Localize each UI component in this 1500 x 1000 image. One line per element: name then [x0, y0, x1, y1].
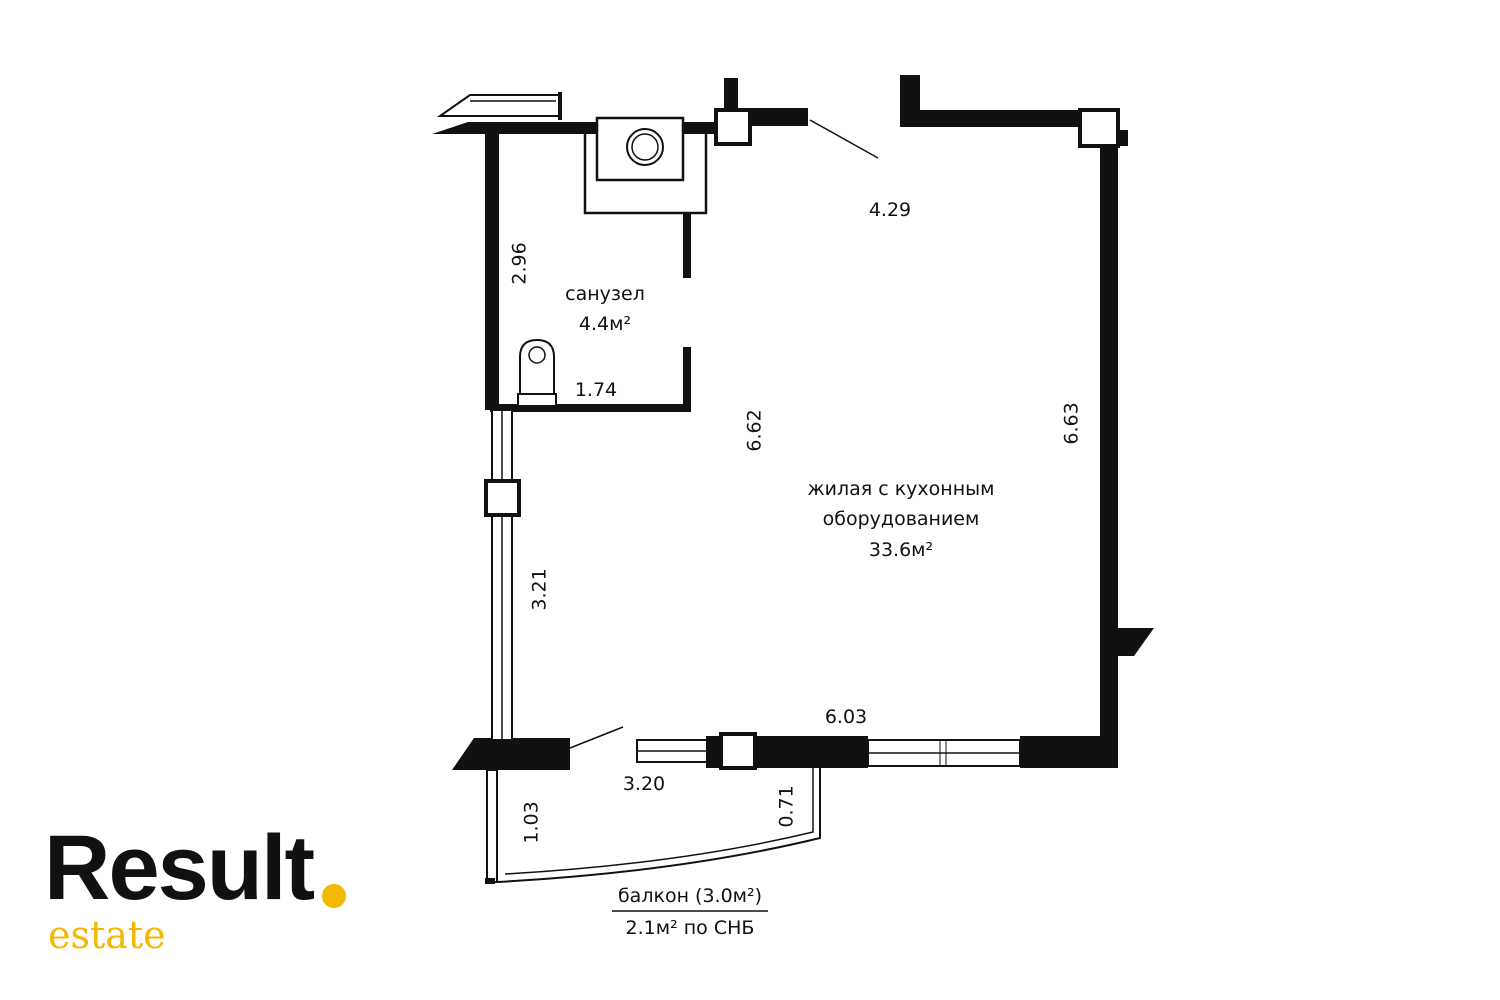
dim-balcony-right: 0.71 — [775, 785, 798, 828]
living-name-line2: оборудованием — [822, 508, 980, 530]
balcony-name: балкон (3.0м²) — [617, 885, 763, 907]
bathroom-area: 4.4м² — [578, 313, 632, 335]
bottom-column — [719, 732, 757, 770]
right-wall — [1100, 140, 1118, 768]
dim-bottom-wall: 6.03 — [824, 706, 868, 728]
dim-right-wall: 6.63 — [1060, 402, 1083, 445]
living-area: 33.6м² — [868, 539, 934, 561]
balcony-outline — [485, 768, 821, 884]
dim-top-wall: 4.29 — [868, 199, 912, 221]
logo-subword: estate — [48, 913, 166, 957]
balcony-area-snb: 2.1м² по СНБ — [625, 917, 755, 939]
top-right-column — [1078, 108, 1120, 148]
logo-dot — [322, 884, 346, 908]
bottom-left-wall — [452, 738, 570, 770]
left-window — [491, 409, 513, 741]
logo-wordmark: Result — [44, 817, 315, 919]
ventilation-shaft — [583, 116, 708, 215]
dim-balcony-left: 1.03 — [520, 801, 543, 844]
top-column — [714, 78, 808, 146]
left-column — [484, 479, 521, 517]
balcony-door — [569, 726, 708, 763]
bottom-wall — [706, 736, 1118, 768]
living-name-line1: жилая с кухонным — [807, 478, 995, 500]
toilet-icon — [517, 338, 557, 407]
dim-bathroom-left: 2.96 — [508, 242, 531, 285]
entry-door-swing — [809, 119, 879, 159]
bathroom-name: санузел — [565, 283, 645, 305]
bathroom-walls — [485, 130, 691, 412]
dim-bathroom-bottom: 1.74 — [574, 379, 618, 401]
dim-interior-height: 6.62 — [743, 409, 766, 452]
dim-balcony-width: 3.20 — [622, 773, 666, 795]
right-wall-ledge — [1118, 628, 1154, 656]
dim-left-window: 3.21 — [528, 568, 551, 611]
